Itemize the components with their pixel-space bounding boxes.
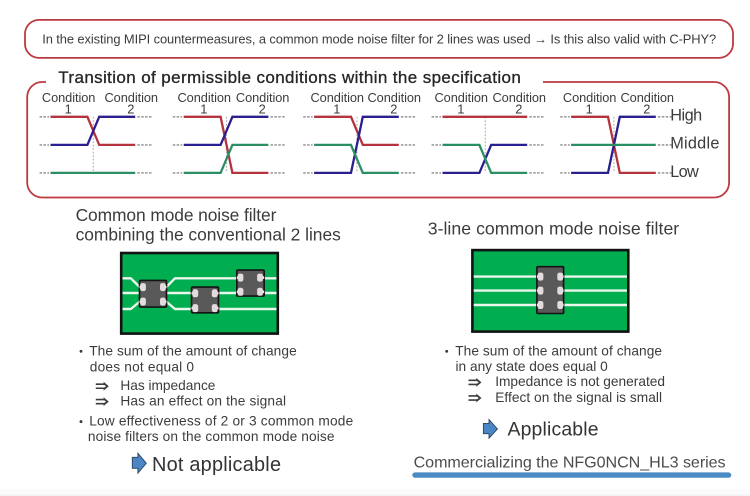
svg-text:Condition: Condition bbox=[236, 90, 290, 105]
svg-text:Condition: Condition bbox=[178, 90, 232, 105]
svg-text:1: 1 bbox=[457, 102, 464, 117]
svg-text:Low effectiveness of 2 or 3 co: Low effectiveness of 2 or 3 common mode bbox=[89, 414, 353, 429]
svg-text:Commercializing the NFG0NCN_HL: Commercializing the NFG0NCN_HL3 series bbox=[414, 453, 726, 471]
svg-text:Effect on the signal is small: Effect on the signal is small bbox=[495, 390, 662, 405]
svg-text:1: 1 bbox=[65, 102, 72, 117]
svg-text:noise filters on the common mo: noise filters on the common mode noise bbox=[88, 429, 335, 444]
svg-text:The sum of the amount of chang: The sum of the amount of change bbox=[455, 343, 662, 358]
svg-text:Applicable: Applicable bbox=[508, 418, 599, 440]
svg-text:Has an effect on the signal: Has an effect on the signal bbox=[120, 393, 286, 408]
svg-text:2: 2 bbox=[515, 102, 522, 117]
svg-text:The sum of the amount of chang: The sum of the amount of change bbox=[89, 343, 297, 358]
svg-text:Common mode noise filter: Common mode noise filter bbox=[76, 205, 277, 225]
svg-text:1: 1 bbox=[333, 102, 340, 117]
svg-text:Condition: Condition bbox=[311, 90, 365, 105]
svg-text:1: 1 bbox=[200, 102, 207, 117]
svg-text:Has impedance: Has impedance bbox=[120, 378, 215, 393]
svg-text:Condition: Condition bbox=[435, 90, 489, 105]
svg-text:Condition: Condition bbox=[493, 90, 547, 105]
svg-text:In the existing MIPI counterme: In the existing MIPI countermeasures, a … bbox=[42, 32, 716, 47]
svg-text:1: 1 bbox=[586, 102, 593, 117]
svg-text:2: 2 bbox=[643, 102, 650, 117]
svg-text:Condition: Condition bbox=[621, 90, 675, 105]
svg-text:combining the conventional 2 l: combining the conventional 2 lines bbox=[76, 225, 341, 245]
svg-text:High: High bbox=[670, 107, 702, 125]
svg-text:Not applicable: Not applicable bbox=[152, 454, 281, 476]
svg-text:2: 2 bbox=[259, 102, 266, 117]
svg-text:Condition: Condition bbox=[42, 90, 96, 105]
svg-text:2: 2 bbox=[390, 102, 397, 117]
svg-text:2: 2 bbox=[127, 102, 134, 117]
svg-text:does not equal 0: does not equal 0 bbox=[90, 359, 195, 374]
svg-text:3-line common mode noise filte: 3-line common mode noise filter bbox=[428, 218, 680, 238]
svg-text:in any state does equal 0: in any state does equal 0 bbox=[456, 359, 609, 374]
svg-text:Condition: Condition bbox=[563, 90, 617, 105]
svg-text:Condition: Condition bbox=[105, 90, 159, 105]
svg-text:Impedance is not generated: Impedance is not generated bbox=[495, 374, 665, 389]
svg-text:Transition of permissible cond: Transition of permissible conditions wit… bbox=[58, 68, 521, 87]
svg-text:Condition: Condition bbox=[368, 90, 422, 105]
svg-text:Middle: Middle bbox=[670, 135, 719, 153]
svg-text:Low: Low bbox=[670, 163, 699, 181]
